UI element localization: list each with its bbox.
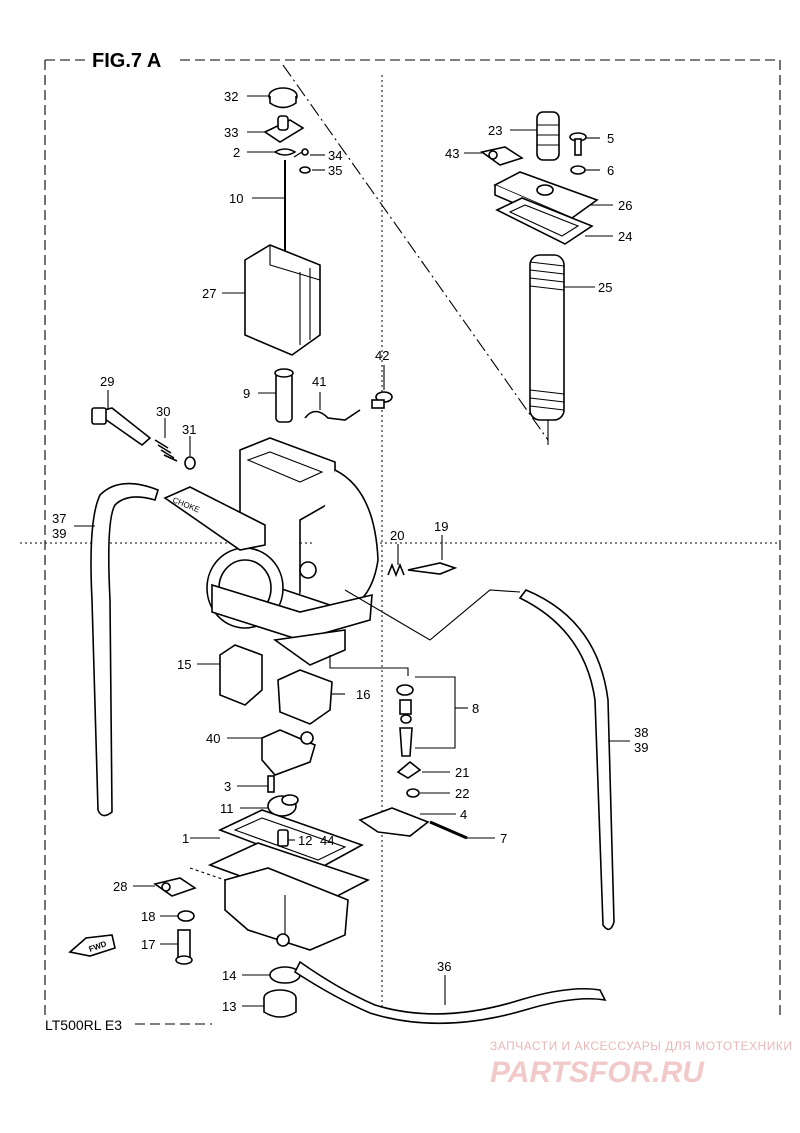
callout-20: 20	[390, 528, 404, 543]
diagram-frame	[20, 59, 781, 1025]
part-24-gasket	[495, 197, 594, 245]
callout-24: 24	[618, 229, 632, 244]
callout-18: 18	[141, 909, 155, 924]
part-22-screw	[406, 788, 420, 798]
part-33-plate	[263, 115, 305, 143]
part-35-washer	[299, 166, 311, 174]
callout-23: 23	[488, 123, 502, 138]
callout-11: 11	[220, 801, 234, 816]
callout-3: 3	[224, 779, 231, 794]
part-17-bolt	[175, 929, 193, 965]
callout-7: 7	[500, 831, 507, 846]
callout-19: 19	[434, 519, 448, 534]
callout-10: 10	[229, 191, 243, 206]
float-chamber	[207, 842, 371, 951]
part-37-39-hose	[90, 482, 159, 817]
callout-38: 38	[634, 725, 648, 740]
part-18-washer	[177, 910, 195, 922]
watermark-tagline: ЗАПЧАСТИ И АКСЕССУАРЫ ДЛЯ МОТОТЕХНИКИ	[490, 1039, 792, 1053]
callout-8: 8	[472, 701, 479, 716]
part-4-float-arm	[358, 807, 430, 837]
part-29-pilot-screw	[91, 407, 152, 447]
part-21-clip	[396, 760, 422, 779]
model-code: LT500RL E3	[45, 1017, 122, 1033]
part-12-44-jet	[277, 829, 289, 847]
part-6-washer	[570, 165, 586, 175]
callout-27: 27	[202, 286, 216, 301]
part-15-cover	[219, 644, 263, 706]
callout-1: 1	[182, 831, 189, 846]
callout-16: 16	[356, 687, 370, 702]
part-13-drain-plug	[263, 989, 297, 1018]
callout-41: 41	[312, 374, 326, 389]
callout-29: 29	[100, 374, 114, 389]
callout-22: 22	[455, 786, 469, 801]
part-38-39-hose	[518, 589, 615, 931]
callout-40: 40	[206, 731, 220, 746]
callout-39-left: 39	[52, 526, 66, 541]
callout-33: 33	[224, 125, 238, 140]
callout-37: 37	[52, 511, 66, 526]
part-5-screw	[569, 132, 587, 156]
callout-4: 4	[460, 807, 467, 822]
callout-25: 25	[598, 280, 612, 295]
callout-6: 6	[607, 163, 614, 178]
assembly-diagonal-line	[282, 64, 549, 441]
callout-43: 43	[445, 146, 459, 161]
part-43-bracket	[480, 146, 524, 166]
part-40-bracket	[261, 729, 316, 776]
part-2-clip	[273, 148, 297, 156]
part-9-throttle-stop-screw	[274, 368, 294, 423]
part-23-cable-adjuster	[536, 111, 560, 161]
part-16-cover	[277, 669, 333, 725]
callout-5: 5	[607, 131, 614, 146]
part-8-main-jet-stack	[396, 684, 414, 757]
part-41-clip	[304, 409, 361, 421]
part-32-cap	[268, 87, 298, 109]
callout-17: 17	[141, 937, 155, 952]
callout-34: 34	[328, 148, 342, 163]
callout-30: 30	[156, 404, 170, 419]
callout-13: 13	[222, 999, 236, 1014]
callout-32: 32	[224, 89, 238, 104]
part-34-screw	[293, 148, 309, 158]
part-28-plate	[153, 877, 197, 897]
part-30-spring	[154, 439, 178, 462]
callout-35: 35	[328, 163, 342, 178]
callout-21: 21	[455, 765, 469, 780]
part-27-throttle-valve	[244, 244, 321, 356]
leader-lines	[74, 95, 630, 1007]
callout-12: 12	[298, 833, 312, 848]
part-20-spring	[387, 562, 405, 578]
part-3-screw	[267, 775, 275, 793]
callout-31: 31	[182, 422, 196, 437]
part-7-float-pin	[429, 820, 468, 840]
callout-42: 42	[375, 348, 389, 363]
callout-26: 26	[618, 198, 632, 213]
callout-39-right: 39	[634, 740, 648, 755]
part-42-screw	[371, 391, 393, 409]
callout-28: 28	[113, 879, 127, 894]
part-31-o-ring	[184, 456, 196, 470]
part-25-spring	[529, 254, 565, 421]
part-19-idle-screw	[407, 562, 458, 575]
callout-44: 44	[320, 833, 334, 848]
carburetor-body	[206, 437, 379, 666]
figure-title: FIG.7 A	[92, 50, 161, 72]
callout-15: 15	[177, 657, 191, 672]
callout-14: 14	[222, 968, 236, 983]
callout-labels: 32 33 2 34 35 10 27 23 43 5 6 26 24 25 4…	[52, 89, 648, 1014]
callout-2: 2	[233, 145, 240, 160]
callout-9: 9	[243, 386, 250, 401]
callout-36: 36	[437, 959, 451, 974]
fwd-arrow-icon: FWD	[68, 934, 116, 957]
part-36-drain-hose	[293, 960, 607, 1025]
watermark-brand: PARTSFOR.RU	[490, 1056, 705, 1089]
part-11-float-valve	[267, 794, 299, 817]
